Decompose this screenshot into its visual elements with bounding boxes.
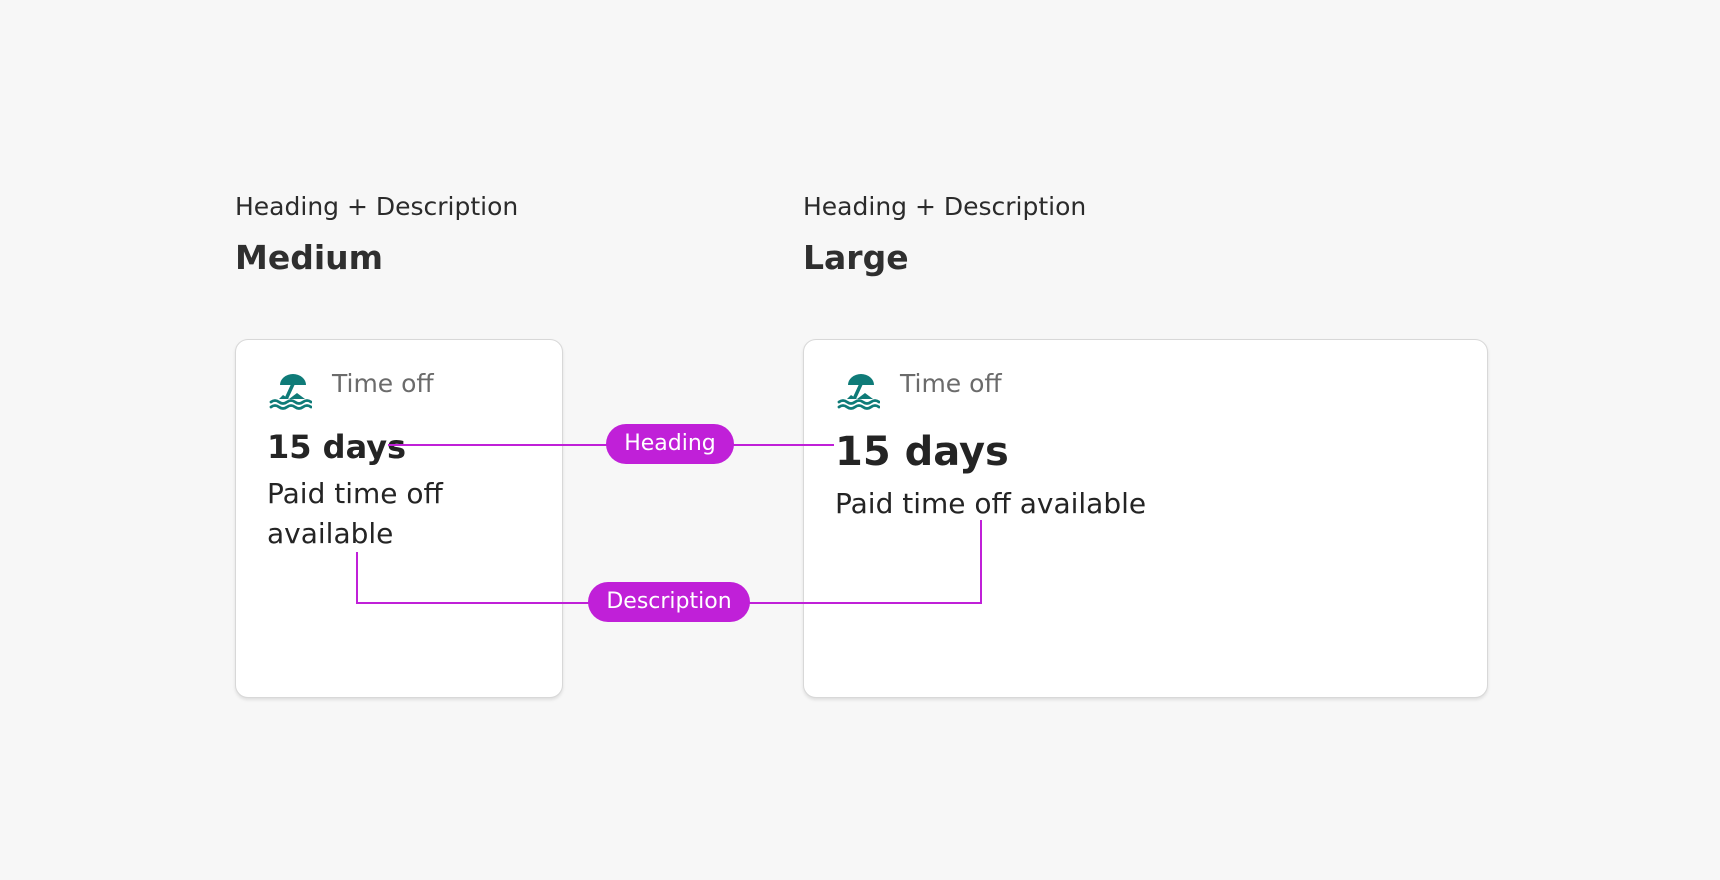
time-off-card-large[interactable]: Time off 15 days Paid time off available xyxy=(803,339,1488,698)
card-heading: 15 days xyxy=(267,428,407,466)
card-heading: 15 days xyxy=(835,429,1009,475)
description-annotation-pill: Description xyxy=(588,582,750,622)
large-variant-title: Large xyxy=(803,238,909,277)
medium-variant-caption: Heading + Description xyxy=(235,192,519,221)
beach-umbrella-icon xyxy=(269,374,312,410)
card-header-label: Time off xyxy=(332,369,434,398)
heading-annotation-pill: Heading xyxy=(606,424,734,464)
beach-umbrella-icon xyxy=(837,374,880,410)
card-description: Paid time off available xyxy=(835,487,1147,520)
time-off-card-medium[interactable]: Time off 15 days Paid time off available xyxy=(235,339,563,698)
card-description: Paid time off available xyxy=(267,477,443,550)
medium-variant-title: Medium xyxy=(235,238,384,277)
large-variant-caption: Heading + Description xyxy=(803,192,1087,221)
card-header-label: Time off xyxy=(900,369,1002,398)
